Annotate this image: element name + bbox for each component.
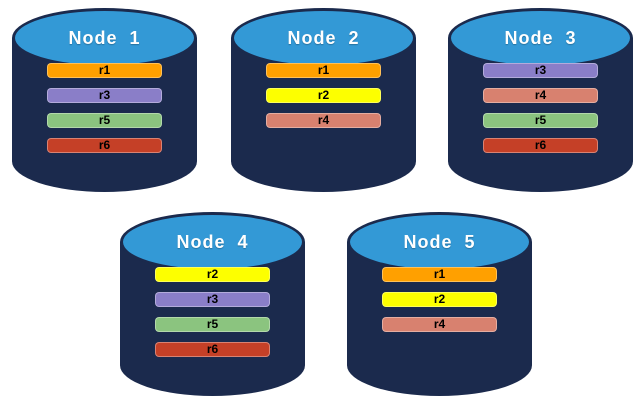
node-3-cylinder-top-ellipse: Node 3 xyxy=(448,8,633,68)
replica-bar: r1 xyxy=(382,267,497,282)
replica-bar: r2 xyxy=(382,292,497,307)
node-4-label: Node 4 xyxy=(176,231,249,252)
node-1-label: Node 1 xyxy=(68,27,141,48)
node-2-cylinder-top-ellipse: Node 2 xyxy=(231,8,416,68)
node-1-cylinder: Node 1 r1 r3 r5 r6 xyxy=(12,8,197,192)
replica-bar: r1 xyxy=(47,63,162,78)
replica-bar: r1 xyxy=(266,63,381,78)
replica-bar: r4 xyxy=(382,317,497,332)
node-2-cylinder: Node 2 r1 r2 r4 xyxy=(231,8,416,192)
replica-bar: r3 xyxy=(155,292,270,307)
node-2-replica-list: r1 r2 r4 xyxy=(266,63,381,138)
replica-bar: r3 xyxy=(483,63,598,78)
node-5-cylinder: Node 5 r1 r2 r4 xyxy=(347,212,532,396)
replica-bar: r4 xyxy=(483,88,598,103)
replica-bar: r6 xyxy=(47,138,162,153)
node-3-label: Node 3 xyxy=(504,27,577,48)
node-1-replica-list: r1 r3 r5 r6 xyxy=(47,63,162,163)
replica-bar: r3 xyxy=(47,88,162,103)
replica-bar: r6 xyxy=(483,138,598,153)
node-4-cylinder-top-ellipse: Node 4 xyxy=(120,212,305,272)
replica-bar: r5 xyxy=(155,317,270,332)
replica-bar: r5 xyxy=(47,113,162,128)
replica-bar: r2 xyxy=(266,88,381,103)
replica-bar: r4 xyxy=(266,113,381,128)
replica-bar: r6 xyxy=(155,342,270,357)
node-5-label: Node 5 xyxy=(403,231,476,252)
replica-bar: r2 xyxy=(155,267,270,282)
node-5-replica-list: r1 r2 r4 xyxy=(382,267,497,342)
replica-bar: r5 xyxy=(483,113,598,128)
node-4-cylinder: Node 4 r2 r3 r5 r6 xyxy=(120,212,305,396)
node-1-cylinder-top-ellipse: Node 1 xyxy=(12,8,197,68)
node-4-replica-list: r2 r3 r5 r6 xyxy=(155,267,270,367)
node-3-cylinder: Node 3 r3 r4 r5 r6 xyxy=(448,8,633,192)
node-5-cylinder-top-ellipse: Node 5 xyxy=(347,212,532,272)
node-2-label: Node 2 xyxy=(287,27,360,48)
node-3-replica-list: r3 r4 r5 r6 xyxy=(483,63,598,163)
